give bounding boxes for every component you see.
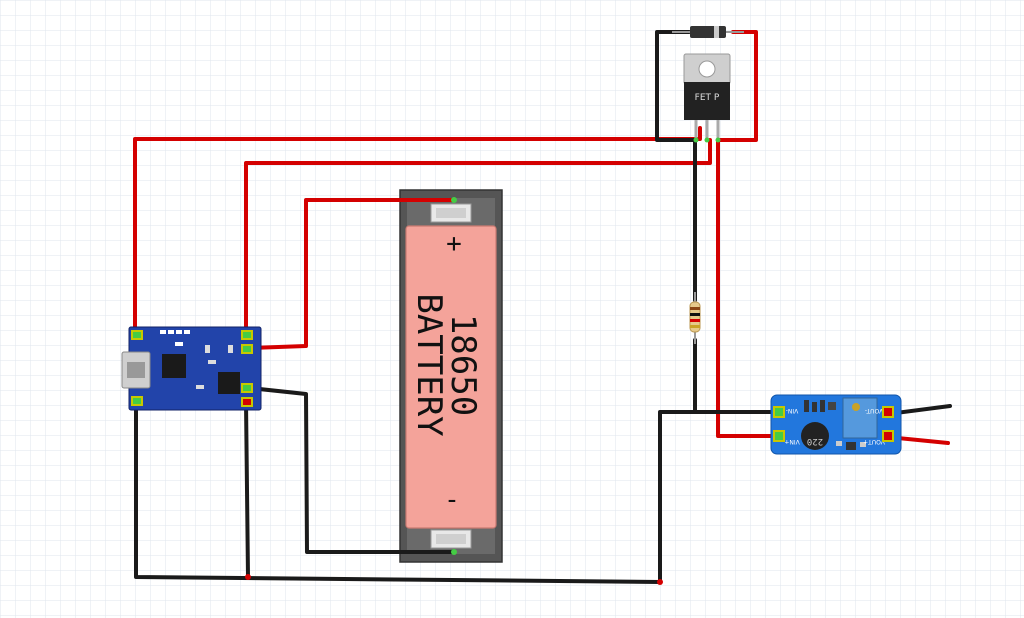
vin-minus-label: VIN- xyxy=(786,407,799,414)
diode[interactable] xyxy=(672,26,744,38)
vin-plus-label: VIN+ xyxy=(784,438,799,445)
wire-black-battery-negative[interactable] xyxy=(248,386,456,554)
vout-minus-label: VOUT- xyxy=(865,407,883,414)
mosfet-marking: FET P xyxy=(695,93,720,103)
boost-module[interactable]: 220 VIN- VIN+ VOUT- VOUT+ xyxy=(770,394,902,455)
mosfet-mount-hole xyxy=(698,60,716,78)
battery-plus-label: + xyxy=(446,229,462,259)
wire-black-charger-bminus[interactable] xyxy=(244,400,250,579)
charger-module[interactable] xyxy=(121,326,262,411)
battery-model-label: 18650 xyxy=(443,314,483,416)
wire-red-charger-in-top[interactable] xyxy=(133,126,702,336)
protection-ic xyxy=(218,372,240,394)
wire-red-charger-out-to-mosfet[interactable] xyxy=(244,138,712,336)
wire-red-mosfet-to-boost[interactable] xyxy=(716,138,780,438)
charger-ic xyxy=(162,354,186,378)
battery-cell xyxy=(405,225,497,529)
inductor-label: 220 xyxy=(807,436,823,446)
resistor[interactable] xyxy=(689,292,701,344)
wire-red-diode-to-mosfet[interactable] xyxy=(716,30,758,142)
wire-red-battery-positive[interactable] xyxy=(248,198,456,350)
inductor xyxy=(801,422,829,450)
battery-type-label: BATTERY xyxy=(409,293,449,436)
potentiometer[interactable] xyxy=(842,397,878,439)
p-mosfet[interactable]: FET P xyxy=(683,53,731,143)
wire-end-markers xyxy=(245,197,663,585)
battery-minus-label: - xyxy=(444,485,460,515)
battery-holder[interactable]: + - 18650 BATTERY xyxy=(399,189,503,563)
vout-plus-label: VOUT+ xyxy=(863,438,885,445)
